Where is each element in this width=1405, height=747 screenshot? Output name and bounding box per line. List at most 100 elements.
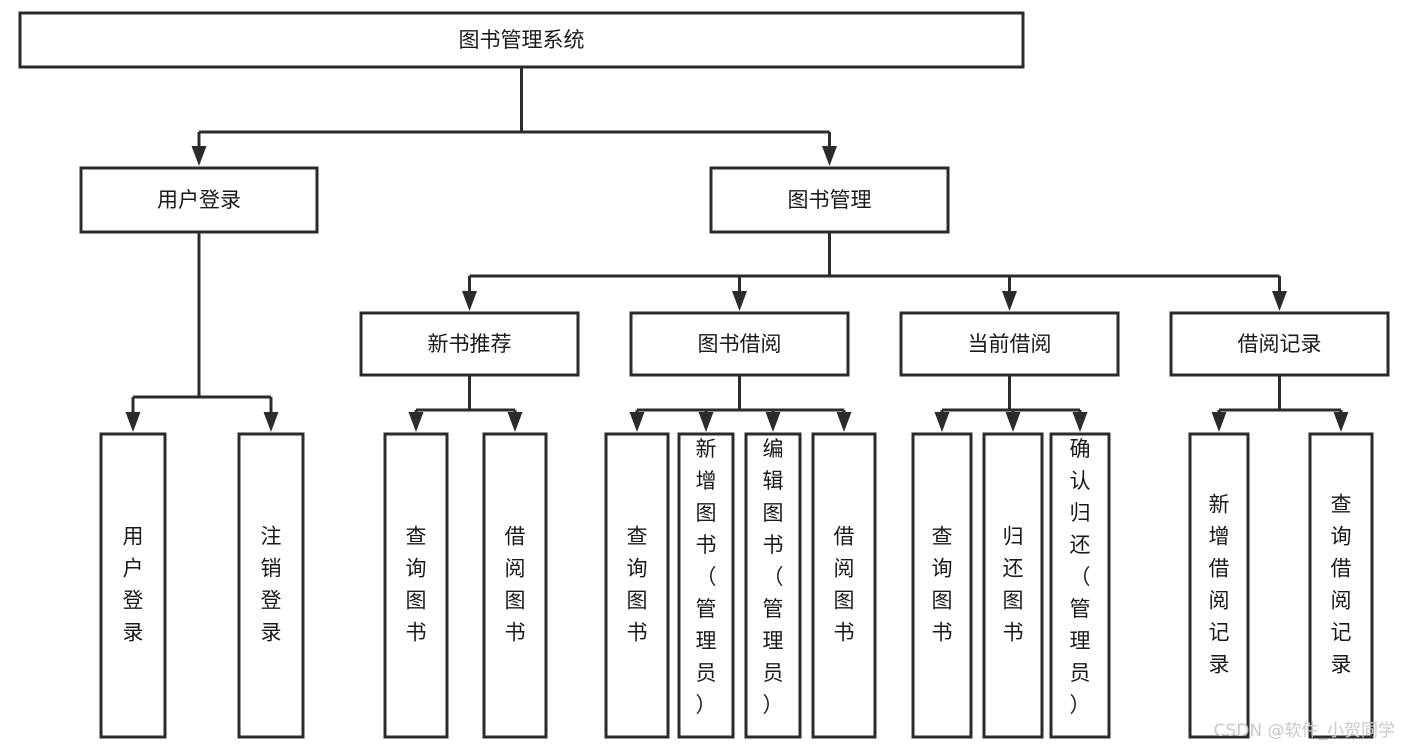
node-leaf-查询图书[interactable]: 查询图书 (911, 432, 973, 739)
node-label: 用户登录 (157, 188, 241, 212)
node-root-图书管理系统[interactable]: 图书管理系统 (18, 11, 1025, 69)
arrow-head-icon (1333, 412, 1349, 432)
arrow-connector (125, 397, 141, 432)
arrow-head-icon (698, 412, 714, 432)
arrow-head-icon (1272, 291, 1287, 311)
node-label: 图书管理 (788, 188, 872, 212)
node-box (237, 432, 305, 739)
arrow-connector (462, 276, 477, 311)
arrow-head-icon (822, 146, 837, 166)
node-label: 注销登录 (261, 525, 282, 645)
arrow-connector (1272, 276, 1287, 311)
node-box (811, 432, 877, 739)
arrow-connector (934, 410, 950, 432)
node-leaf-查询图书[interactable]: 查询图书 (604, 432, 670, 739)
arrow-connector (1005, 410, 1021, 432)
arrow-connector (1002, 276, 1017, 311)
node-box (99, 432, 167, 739)
arrow-head-icon (408, 412, 424, 432)
node-label: 编辑图书（管理员） (763, 437, 784, 717)
arrow-head-icon (934, 412, 950, 432)
arrow-head-icon (507, 412, 523, 432)
node-box (18, 11, 1025, 69)
node-box (1188, 432, 1250, 739)
arrow-connector (191, 132, 207, 166)
node-label: 确认归还（管理员） (1070, 437, 1091, 717)
arrow-connector (263, 397, 279, 432)
node-level3-当前借阅[interactable]: 当前借阅 (899, 311, 1120, 377)
node-leaf-注销登录[interactable]: 注销登录 (237, 432, 305, 739)
node-label: 归还图书 (1003, 525, 1024, 645)
node-box (482, 432, 548, 739)
arrow-connector (836, 410, 852, 432)
node-box (1049, 432, 1111, 739)
node-level3-图书借阅[interactable]: 图书借阅 (629, 311, 850, 377)
node-label: 新增借阅记录 (1209, 493, 1230, 677)
arrow-head-icon (263, 412, 279, 432)
node-box (359, 311, 580, 377)
arrow-connector (1333, 410, 1349, 432)
arrow-connector (822, 132, 837, 166)
node-label: 借阅图书 (505, 525, 526, 645)
arrow-connector (629, 410, 645, 432)
node-box (1169, 311, 1390, 377)
node-label: 查询图书 (406, 525, 427, 645)
arrow-connector (1211, 410, 1227, 432)
arrow-connector (698, 410, 714, 432)
node-leaf-新增借阅记录[interactable]: 新增借阅记录 (1188, 432, 1250, 739)
node-level3-借阅记录[interactable]: 借阅记录 (1169, 311, 1390, 377)
arrow-head-icon (629, 412, 645, 432)
node-leaf-查询借阅记录[interactable]: 查询借阅记录 (1308, 432, 1374, 739)
arrow-connector (732, 276, 747, 311)
node-box (911, 432, 973, 739)
nodes-layer: 图书管理系统用户登录图书管理新书推荐图书借阅当前借阅借阅记录用户登录注销登录查询… (18, 11, 1390, 739)
node-box (709, 166, 950, 234)
arrow-head-icon (1072, 412, 1088, 432)
node-level2-用户登录[interactable]: 用户登录 (79, 166, 319, 234)
node-leaf-借阅图书[interactable]: 借阅图书 (482, 432, 548, 739)
node-label: 查询图书 (627, 525, 648, 645)
node-box (982, 432, 1044, 739)
arrow-connector (1072, 410, 1088, 432)
arrow-connector (507, 410, 523, 432)
node-leaf-确认归还管理员[interactable]: 确认归还（管理员） (1049, 432, 1111, 739)
node-box (604, 432, 670, 739)
node-leaf-借阅图书[interactable]: 借阅图书 (811, 432, 877, 739)
arrow-head-icon (462, 291, 477, 311)
arrow-head-icon (125, 412, 141, 432)
node-label: 图书借阅 (698, 332, 782, 356)
arrow-connector (765, 410, 781, 432)
arrow-connector (408, 410, 424, 432)
node-label: 借阅图书 (834, 525, 855, 645)
arrow-head-icon (765, 412, 781, 432)
node-box (79, 166, 319, 234)
node-leaf-新增图书管理员[interactable]: 新增图书（管理员） (677, 432, 735, 739)
node-box (677, 432, 735, 739)
node-level3-新书推荐[interactable]: 新书推荐 (359, 311, 580, 377)
node-box (1308, 432, 1374, 739)
node-leaf-查询图书[interactable]: 查询图书 (383, 432, 449, 739)
arrow-head-icon (836, 412, 852, 432)
node-leaf-用户登录[interactable]: 用户登录 (99, 432, 167, 739)
node-box (383, 432, 449, 739)
node-label: 新增图书（管理员） (696, 437, 717, 717)
node-leaf-归还图书[interactable]: 归还图书 (982, 432, 1044, 739)
node-box (629, 311, 850, 377)
node-label: 新书推荐 (428, 332, 512, 356)
connectors-layer (125, 67, 1349, 432)
node-label: 借阅记录 (1238, 332, 1322, 356)
node-box (744, 432, 802, 739)
node-level2-图书管理[interactable]: 图书管理 (709, 166, 950, 234)
arrow-head-icon (1002, 291, 1017, 311)
arrow-head-icon (732, 291, 747, 311)
node-label: 查询图书 (932, 525, 953, 645)
node-label: 图书管理系统 (459, 28, 585, 52)
node-box (899, 311, 1120, 377)
arrow-head-icon (1211, 412, 1227, 432)
node-label: 当前借阅 (968, 332, 1052, 356)
arrow-head-icon (191, 146, 207, 166)
node-leaf-编辑图书管理员[interactable]: 编辑图书（管理员） (744, 432, 802, 739)
csdn-watermark: CSDN @软件_小贺同学 (1213, 721, 1395, 741)
